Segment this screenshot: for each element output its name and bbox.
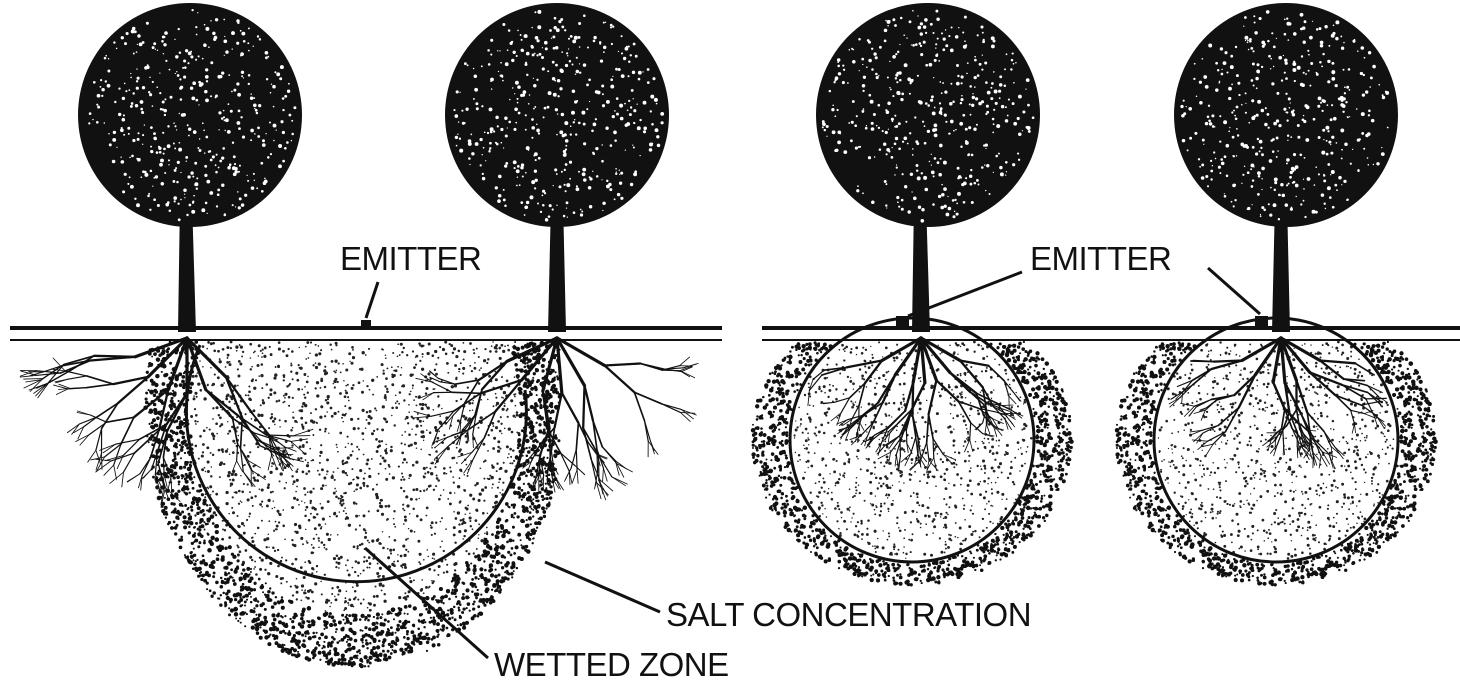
roots-tree-1 (20, 338, 313, 508)
emitter-right-a (896, 316, 909, 328)
label-emitter-right: EMITTER (1030, 240, 1171, 277)
roots-tree-4 (1169, 338, 1387, 469)
canopy-tree-3 (816, 3, 1040, 227)
emitter-left (361, 320, 371, 328)
leader-salt-concentration (545, 562, 660, 612)
emitter-right-b (1255, 316, 1268, 328)
label-salt-concentration: SALT CONCENTRATION (666, 596, 1031, 633)
ground-line-right (762, 328, 1460, 340)
roots-tree-2 (412, 338, 698, 500)
canopy-tree-1 (78, 3, 302, 227)
canopy-tree-4 (1174, 3, 1398, 227)
label-emitter-left: EMITTER (340, 240, 481, 277)
wetted-zone-outline-right-a (790, 318, 1034, 562)
leader-emitter-left (366, 282, 378, 318)
canopy-tree-2 (445, 3, 669, 227)
ground-line-left (10, 328, 722, 340)
label-wetted-zone: WETTED ZONE (494, 646, 729, 683)
leader-emitter-right-b (1208, 268, 1260, 314)
